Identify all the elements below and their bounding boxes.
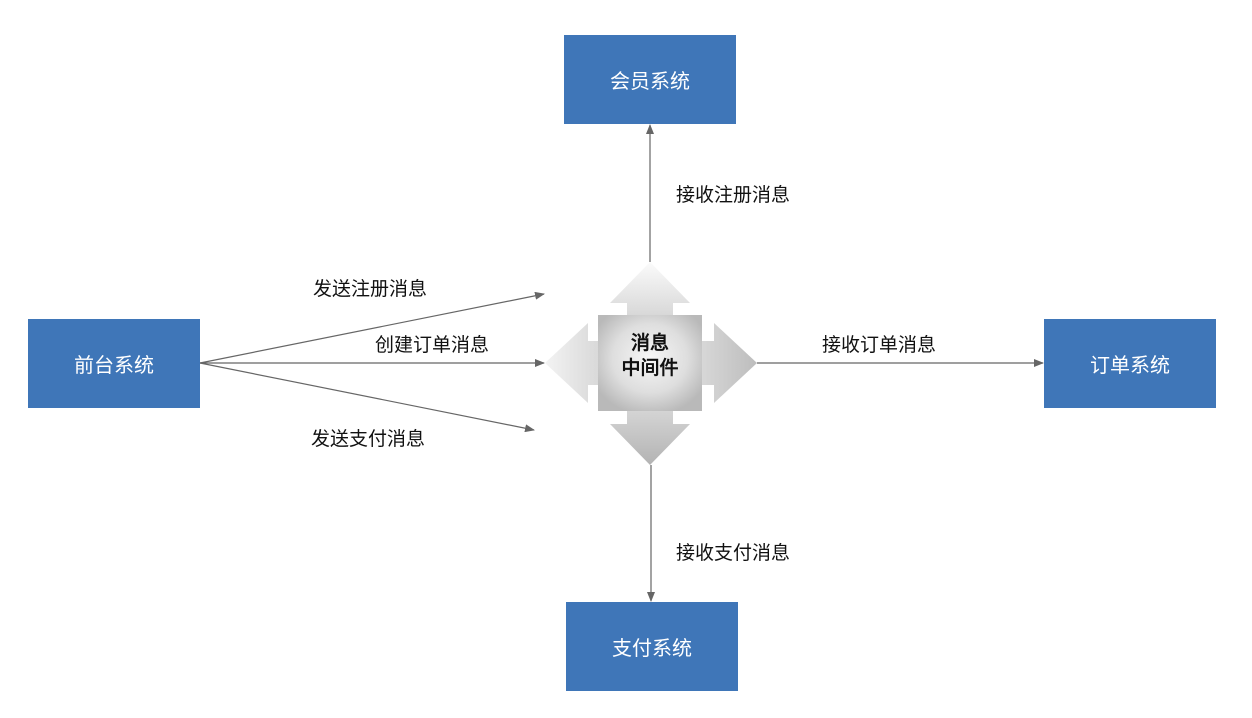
frontend-system-node: 前台系统 xyxy=(28,319,200,408)
edge-label-receive-payment: 接收支付消息 xyxy=(676,542,791,564)
edge-send-payment xyxy=(199,362,535,433)
payment-system-node: 支付系统 xyxy=(566,602,738,691)
edge-label-receive-order: 接收订单消息 xyxy=(822,334,937,356)
middleware-label: 消息 中间件 xyxy=(600,331,700,381)
middleware-label-line2: 中间件 xyxy=(621,357,679,379)
middleware-hub-icon xyxy=(545,262,757,465)
edge-label-create-order: 创建订单消息 xyxy=(375,334,490,356)
frontend-system-label: 前台系统 xyxy=(74,353,154,377)
edge-send-register xyxy=(199,291,545,364)
payment-system-label: 支付系统 xyxy=(612,636,692,660)
middleware-label-line1: 消息 xyxy=(630,332,669,354)
member-system-node: 会员系统 xyxy=(564,35,736,124)
order-system-node: 订单系统 xyxy=(1044,319,1216,408)
edge-label-send-payment: 发送支付消息 xyxy=(311,428,426,450)
member-system-label: 会员系统 xyxy=(610,69,690,93)
edge-label-send-register: 发送注册消息 xyxy=(313,278,428,300)
edge-label-receive-register: 接收注册消息 xyxy=(676,184,791,206)
order-system-label: 订单系统 xyxy=(1090,353,1170,377)
